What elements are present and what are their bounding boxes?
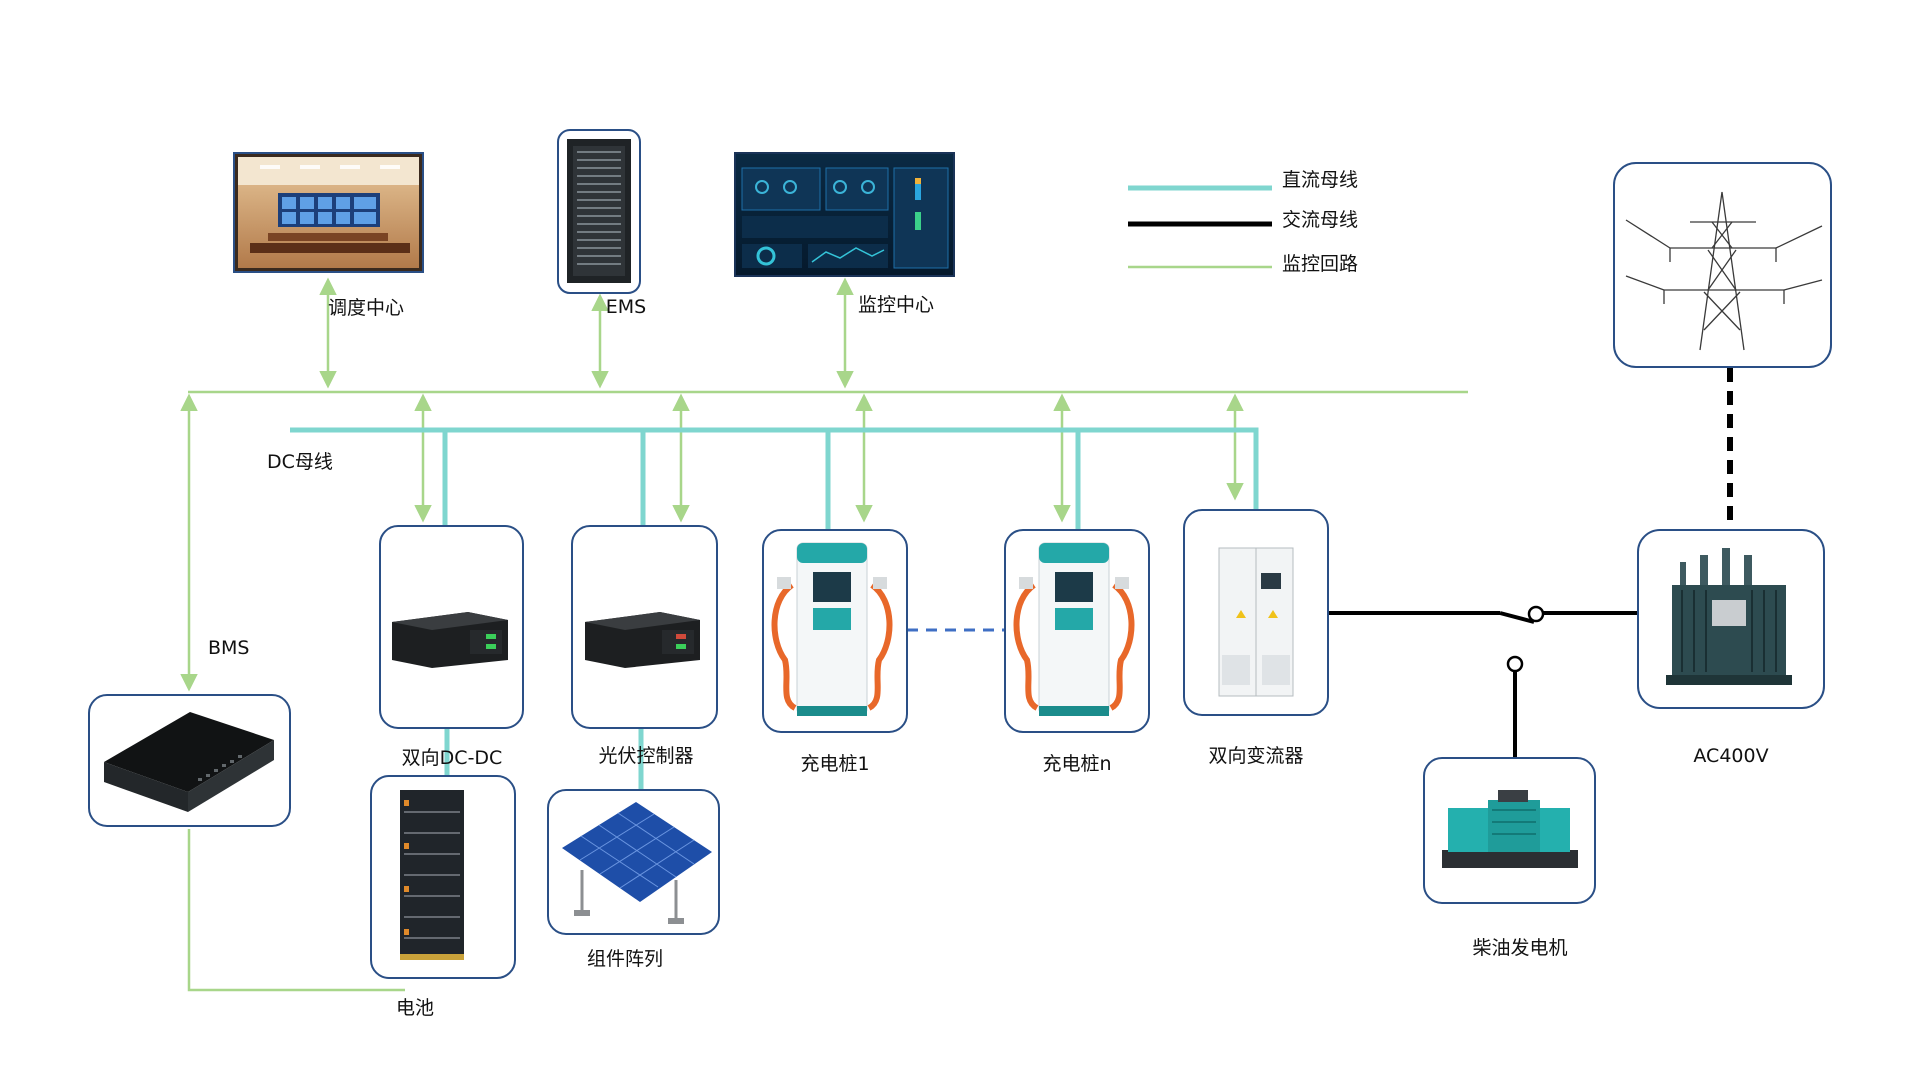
legend: 直流母线 交流母线 监控回路 (1128, 169, 1358, 275)
charger-n-label: 充电桩n (1042, 753, 1111, 775)
bidirectional-converter-label: 双向变流器 (1208, 745, 1303, 767)
dispatch-center (233, 152, 424, 273)
charger-1-label: 充电桩1 (800, 753, 869, 775)
diesel-generator-label: 柴油发电机 (1472, 937, 1567, 959)
dc-bus-label: DC母线 (267, 451, 333, 473)
ac-switch-contact (1527, 605, 1545, 623)
link-bms-battery (187, 829, 405, 992)
battery (370, 775, 516, 979)
power-grid (1613, 162, 1832, 368)
legend-dc-label: 直流母线 (1282, 169, 1358, 191)
pv-array-label: 组件阵列 (587, 948, 663, 970)
pv-controller (571, 525, 718, 729)
charger-n (1004, 529, 1150, 733)
pv-array (547, 789, 720, 935)
charger-1 (762, 529, 908, 733)
bidirectional-dcdc (379, 525, 524, 729)
monitor-center-label: 监控中心 (858, 294, 934, 316)
bms (88, 694, 291, 827)
bidirectional-dcdc-label: 双向DC-DC (402, 747, 503, 769)
dc-bus (290, 427, 1259, 510)
ems (557, 129, 641, 294)
legend-ac-label: 交流母线 (1282, 209, 1358, 231)
bidirectional-converter (1183, 509, 1329, 716)
battery-label: 电池 (396, 997, 434, 1019)
ems-label: EMS (606, 296, 646, 318)
legend-monitor-label: 监控回路 (1282, 253, 1358, 275)
ac-network (1328, 368, 1733, 758)
power-grid-frame (1613, 162, 1832, 368)
ac400v-label: AC400V (1693, 745, 1768, 767)
pv-controller-label: 光伏控制器 (598, 745, 693, 767)
ac-generator-contact (1506, 655, 1524, 673)
ac-switch-blade (1499, 611, 1535, 624)
dispatch-center-label: 调度中心 (328, 297, 404, 319)
monitor-center (734, 152, 955, 277)
bms-label: BMS (208, 637, 250, 659)
monitoring-network (180, 277, 1468, 992)
diesel-generator (1423, 757, 1596, 904)
transformer (1637, 529, 1825, 709)
dc-bus-network (290, 427, 1259, 790)
